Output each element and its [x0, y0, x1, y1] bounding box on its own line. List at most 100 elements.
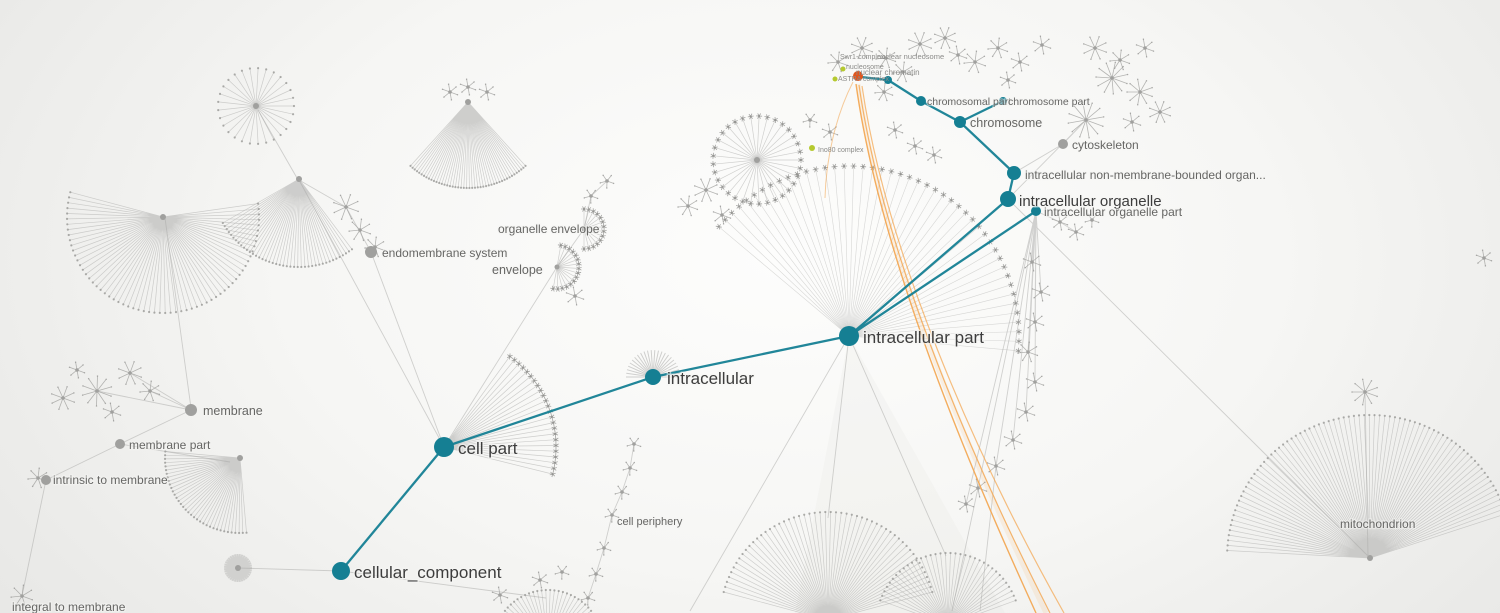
- leaf-term-burst[interactable]: [1135, 38, 1155, 58]
- leaf-term-burst[interactable]: [102, 402, 122, 422]
- subtree-fan[interactable]: [710, 113, 804, 207]
- subtree-fan[interactable]: [1226, 413, 1500, 561]
- subtree-fan[interactable]: [722, 510, 934, 613]
- term-label-endomembrane-system: endomembrane system: [382, 246, 507, 260]
- leaf-term-burst[interactable]: [986, 456, 1006, 476]
- term-node-highlight-term-3[interactable]: [809, 145, 815, 151]
- leaf-term-burst[interactable]: [693, 177, 719, 203]
- leaf-term-burst[interactable]: [907, 31, 933, 57]
- subtree-fan[interactable]: [409, 99, 527, 190]
- leaf-term-burst[interactable]: [622, 461, 638, 476]
- leaf-term-burst[interactable]: [1031, 282, 1051, 302]
- leaf-term-burst[interactable]: [850, 36, 874, 60]
- leaf-term-burst[interactable]: [821, 123, 839, 141]
- leaf-term-burst[interactable]: [554, 565, 570, 580]
- leaf-term-burst[interactable]: [1003, 430, 1023, 450]
- leaf-term-burst[interactable]: [1067, 223, 1085, 241]
- subtree-fan[interactable]: [221, 176, 354, 269]
- leaf-term-burst[interactable]: [874, 82, 894, 102]
- term-label-astra-complex: ASTRA complex: [838, 76, 889, 83]
- term-node-chromosome[interactable]: [954, 116, 966, 128]
- term-node-intracellular-non-membrane-bounded-organelle[interactable]: [1007, 166, 1021, 180]
- leaf-term-burst[interactable]: [1084, 213, 1100, 228]
- term-node-intracellular-part[interactable]: [839, 326, 859, 346]
- term-node-cell-part[interactable]: [434, 437, 454, 457]
- term-label-cell-periphery: cell periphery: [617, 516, 683, 528]
- leaf-term-burst[interactable]: [441, 83, 459, 101]
- leaf-term-burst[interactable]: [1082, 35, 1108, 61]
- term-node-intrinsic-to-membrane[interactable]: [41, 475, 51, 485]
- leaf-term-burst[interactable]: [886, 121, 904, 139]
- leaf-term-burst[interactable]: [81, 375, 113, 407]
- leaf-term-burst[interactable]: [1109, 49, 1131, 71]
- subtree-fan[interactable]: [163, 450, 248, 535]
- leaf-term-burst[interactable]: [948, 45, 968, 65]
- leaf-term-burst[interactable]: [1148, 100, 1172, 124]
- term-node-chromosomal-part[interactable]: [916, 96, 926, 106]
- leaf-term-burst[interactable]: [1095, 61, 1129, 95]
- leaf-term-burst[interactable]: [1351, 378, 1378, 406]
- leaf-term-burst[interactable]: [604, 508, 620, 523]
- leaf-term-burst[interactable]: [875, 47, 897, 69]
- leaf-term-burst[interactable]: [588, 567, 604, 582]
- leaf-term-burst[interactable]: [712, 205, 732, 225]
- term-node-endomembrane-system[interactable]: [365, 246, 377, 258]
- subtree-fan[interactable]: [498, 588, 598, 613]
- leaf-term-burst[interactable]: [999, 71, 1017, 89]
- term-node-cytoskeleton[interactable]: [1058, 139, 1068, 149]
- leaf-term-burst[interactable]: [1016, 402, 1036, 422]
- term-node-membrane-part[interactable]: [115, 439, 125, 449]
- leaf-term-burst[interactable]: [1032, 35, 1052, 55]
- term-node-selected-term[interactable]: [853, 71, 863, 81]
- highlighted-orange-edges: [824, 81, 1065, 613]
- leaf-term-burst[interactable]: [478, 83, 496, 101]
- leaf-term-burst[interactable]: [963, 50, 987, 74]
- leaf-term-burst[interactable]: [957, 495, 975, 513]
- subtree-fan[interactable]: [715, 163, 1022, 354]
- leaf-term-burst[interactable]: [565, 286, 585, 306]
- subtree-fan[interactable]: [65, 191, 261, 315]
- subtree-fan[interactable]: [550, 242, 582, 292]
- leaf-term-burst[interactable]: [933, 26, 957, 50]
- term-node-highlight-term-2[interactable]: [832, 76, 838, 82]
- term-node-cellular-component[interactable]: [332, 562, 350, 580]
- leaf-term-burst[interactable]: [1010, 52, 1030, 72]
- fan-clusters: [65, 67, 1500, 613]
- term-node-nucleosome-cluster-node[interactable]: [884, 76, 892, 84]
- leaf-term-burst[interactable]: [802, 113, 818, 128]
- leaf-term-burst[interactable]: [348, 218, 372, 242]
- leaf-term-burst[interactable]: [906, 137, 924, 155]
- leaf-term-burst[interactable]: [580, 591, 596, 606]
- leaf-term-burst[interactable]: [1475, 249, 1493, 267]
- gray-edges: [21, 109, 1369, 612]
- leaf-term-burst[interactable]: [1017, 341, 1039, 363]
- leaf-term-burst[interactable]: [892, 61, 914, 83]
- leaf-term-burst[interactable]: [1126, 78, 1153, 106]
- term-node-membrane[interactable]: [185, 404, 197, 416]
- leaf-term-burst[interactable]: [677, 195, 699, 217]
- leaf-term-burst[interactable]: [50, 385, 76, 411]
- leaf-term-burst[interactable]: [1122, 112, 1142, 132]
- leaf-term-burst[interactable]: [596, 541, 612, 556]
- leaf-term-burst[interactable]: [925, 146, 943, 164]
- leaf-term-burst[interactable]: [459, 78, 477, 96]
- leaf-term-burst[interactable]: [987, 37, 1009, 59]
- leaf-bursts: [10, 26, 1493, 608]
- leaf-term-burst[interactable]: [531, 571, 549, 589]
- subtree-fan[interactable]: [217, 67, 296, 145]
- term-node-intracellular[interactable]: [645, 369, 661, 385]
- leaf-term-burst[interactable]: [1025, 312, 1045, 332]
- leaf-term-burst[interactable]: [139, 380, 161, 402]
- term-node-chromosome-part[interactable]: [999, 97, 1007, 105]
- term-node-intracellular-organelle-part[interactable]: [1031, 206, 1041, 216]
- leaf-term-burst[interactable]: [10, 584, 34, 608]
- term-node-highlight-term-1[interactable]: [840, 66, 846, 72]
- leaf-term-burst[interactable]: [68, 361, 86, 379]
- leaf-term-burst[interactable]: [491, 586, 509, 604]
- subtree-fan[interactable]: [443, 353, 559, 478]
- leaf-term-burst[interactable]: [827, 51, 849, 73]
- special-term-nodes: [809, 66, 863, 151]
- term-node-intracellular-organelle[interactable]: [1000, 191, 1016, 207]
